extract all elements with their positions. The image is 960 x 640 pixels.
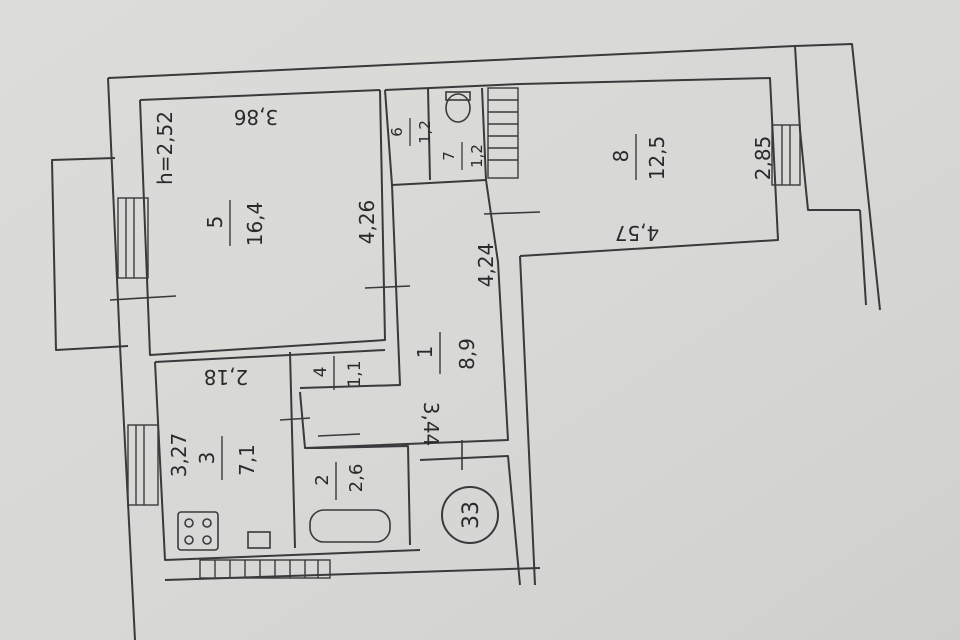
room-number: 3 (195, 452, 219, 465)
room-number: 1 (413, 346, 437, 359)
windows (117, 87, 801, 579)
toilet-icon (445, 93, 471, 123)
sink-icon (247, 531, 271, 549)
dim-room8-depth: 2,85 (751, 136, 775, 181)
fixtures (177, 91, 499, 551)
room-2: 2 2,6 (312, 462, 367, 500)
dim-room3-depth: 3,27 (167, 433, 191, 478)
room-area: 12,5 (645, 136, 669, 181)
room-area: 1,2 (416, 120, 434, 144)
dim-room5-depth: 4,26 (355, 200, 379, 245)
room-area: 7,1 (235, 444, 259, 476)
apartment-number-circle (441, 486, 499, 544)
room-7: 7 1,2 (440, 142, 486, 170)
bathtub-icon (309, 509, 391, 543)
room-area: 16,4 (243, 202, 267, 247)
room-area: 8,9 (455, 338, 479, 370)
dimension-ticks (109, 211, 541, 470)
room-number: 2 (312, 474, 333, 485)
apartment-number: 33 (459, 501, 484, 529)
room-number: 8 (609, 150, 633, 163)
room-6: 6 1,2 (388, 118, 434, 146)
room-area: 1,2 (468, 144, 486, 168)
stove-icon (177, 511, 219, 551)
room-number: 4 (311, 367, 331, 378)
room-3: 3 7,1 (195, 436, 259, 480)
dim-room5-width: 3,86 (234, 105, 279, 129)
room-area: 1,1 (345, 360, 365, 387)
dim-hall-width: 3,44 (419, 402, 443, 447)
dim-hall-depth: 4,24 (474, 243, 498, 288)
room-number: 5 (203, 216, 227, 229)
room-number: 6 (388, 127, 406, 137)
ceiling-height: h=2,52 (153, 111, 177, 185)
room-number: 7 (440, 151, 458, 161)
room-area: 2,6 (346, 464, 367, 493)
dim-room3-width: 2,18 (204, 365, 249, 389)
room-4: 4 1,1 (311, 356, 365, 390)
room-5: 5 16,4 (203, 200, 267, 246)
dim-room8-width: 4,57 (615, 221, 660, 245)
room-8: 8 12,5 (609, 134, 669, 180)
room-1: 1 8,9 (413, 332, 479, 374)
